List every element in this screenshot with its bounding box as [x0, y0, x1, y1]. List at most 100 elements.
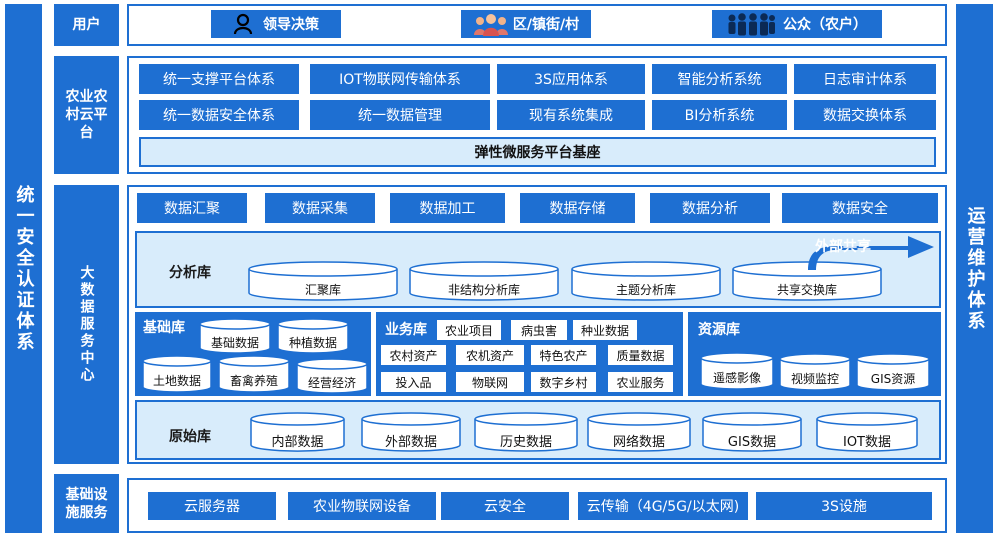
database-icon	[571, 261, 721, 301]
db-label: 视频监控	[790, 372, 839, 386]
basic-db-economy[interactable]: 经营经济	[296, 358, 368, 394]
cloud-item[interactable]: 日志审计体系	[794, 64, 936, 94]
basic-db-land[interactable]: 土地数据	[142, 355, 212, 393]
data-process-step[interactable]: 数据汇聚	[137, 193, 247, 223]
business-tag[interactable]: 农村资产	[381, 345, 446, 365]
data-process-step[interactable]: 数据采集	[265, 193, 375, 223]
users-label: 用户	[54, 4, 119, 46]
basic-db-base[interactable]: 基础数据	[199, 318, 271, 354]
db-label: 经营经济	[307, 376, 356, 390]
database-icon	[277, 318, 349, 354]
user-district-town-village[interactable]: 区/镇街/村	[461, 10, 591, 38]
user-leader-decision[interactable]: 领导决策	[211, 10, 341, 38]
user-label: 区/镇街/村	[512, 17, 580, 33]
business-tag[interactable]: 数字乡村	[531, 372, 596, 392]
database-icon	[856, 353, 930, 391]
external-share-label: 外部共享	[815, 239, 871, 255]
raw-db-history[interactable]: 历史数据	[474, 412, 578, 452]
user-label: 公众（农户）	[783, 17, 867, 33]
database-icon	[218, 355, 290, 393]
cloud-item[interactable]: 统一支撑平台体系	[139, 64, 299, 94]
business-tag[interactable]: 农业项目	[437, 320, 501, 340]
cloud-item[interactable]: 统一数据管理	[310, 100, 490, 130]
microservice-base[interactable]: 弹性微服务平台基座	[139, 137, 936, 167]
operation-maintenance-bar: 运营维护体系	[956, 4, 993, 533]
unified-security-bar: 统一安全认证体系	[5, 4, 42, 533]
person-icon	[233, 13, 253, 35]
basic-library-title: 基础库	[143, 320, 185, 336]
db-label: 内部数据	[271, 435, 324, 450]
database-icon	[248, 261, 398, 301]
analysis-library-title: 分析库	[169, 265, 211, 281]
cloud-item[interactable]: BI分析系统	[652, 100, 787, 130]
cloud-item[interactable]: IOT物联网传输体系	[310, 64, 490, 94]
cloud-item[interactable]: 3S应用体系	[497, 64, 645, 94]
db-label: GIS数据	[727, 435, 777, 450]
raw-db-external[interactable]: 外部数据	[361, 412, 461, 452]
business-tag[interactable]: 种业数据	[573, 320, 637, 340]
group-icon	[473, 12, 509, 36]
business-tag[interactable]: 投入品	[381, 372, 446, 392]
db-label: 土地数据	[152, 374, 201, 388]
resource-db-remote-sensing[interactable]: 遥感影像	[700, 352, 774, 390]
db-label: 外部数据	[384, 435, 437, 450]
raw-db-network[interactable]: 网络数据	[587, 412, 691, 452]
database-icon	[587, 412, 691, 452]
resource-db-gis[interactable]: GIS资源	[856, 353, 930, 391]
infra-item[interactable]: 云服务器	[148, 492, 276, 520]
cloud-item[interactable]: 现有系统集成	[497, 100, 645, 130]
infrastructure-label: 基础设施服务	[54, 474, 119, 533]
db-label: 网络数据	[612, 435, 665, 450]
database-icon	[199, 318, 271, 354]
db-label: 非结构分析库	[447, 283, 520, 297]
basic-db-planting[interactable]: 种植数据	[277, 318, 349, 354]
data-process-step[interactable]: 数据加工	[390, 193, 505, 223]
db-label: 汇聚库	[304, 283, 341, 297]
business-tag[interactable]: 病虫害	[511, 320, 567, 340]
database-icon	[409, 261, 559, 301]
db-label: 主题分析库	[615, 283, 676, 297]
database-icon	[702, 412, 802, 452]
db-label: 种植数据	[288, 336, 337, 350]
cloud-platform-label: 农业农村云平台	[54, 56, 119, 174]
user-public-farmers[interactable]: 公众（农户）	[712, 10, 882, 38]
business-tag[interactable]: 农业服务	[608, 372, 673, 392]
analysis-db-huiju[interactable]: 汇聚库	[248, 261, 398, 301]
resource-db-video[interactable]: 视频监控	[779, 353, 851, 391]
bigdata-center-label: 大数据服务中心	[54, 185, 119, 464]
database-icon	[732, 261, 882, 301]
raw-db-gis[interactable]: GIS数据	[702, 412, 802, 452]
basic-db-livestock[interactable]: 畜禽养殖	[218, 355, 290, 393]
business-tag[interactable]: 质量数据	[608, 345, 673, 365]
infra-item[interactable]: 云传输（4G/5G/以太网)	[578, 492, 748, 520]
database-icon	[700, 352, 774, 390]
cloud-item[interactable]: 数据交换体系	[794, 100, 936, 130]
cloud-item[interactable]: 智能分析系统	[652, 64, 787, 94]
infra-item[interactable]: 3S设施	[756, 492, 932, 520]
db-label: IOT数据	[842, 435, 891, 450]
database-icon	[474, 412, 578, 452]
raw-db-iot[interactable]: IOT数据	[816, 412, 918, 452]
data-process-step[interactable]: 数据存储	[520, 193, 635, 223]
db-label: GIS资源	[870, 372, 916, 386]
infra-item[interactable]: 农业物联网设备	[288, 492, 436, 520]
raw-db-internal[interactable]: 内部数据	[250, 412, 345, 452]
database-icon	[296, 358, 368, 394]
analysis-db-unstructured[interactable]: 非结构分析库	[409, 261, 559, 301]
business-tag[interactable]: 特色农产	[531, 345, 596, 365]
database-icon	[250, 412, 345, 452]
database-icon	[816, 412, 918, 452]
business-tag[interactable]: 农机资产	[456, 345, 524, 365]
analysis-db-sharing[interactable]: 共享交换库	[732, 261, 882, 301]
data-process-step[interactable]: 数据安全	[782, 193, 938, 223]
data-process-step[interactable]: 数据分析	[650, 193, 770, 223]
business-tag[interactable]: 物联网	[456, 372, 524, 392]
raw-library-title: 原始库	[169, 429, 211, 445]
db-label: 历史数据	[499, 435, 552, 450]
external-share-arrow-icon	[808, 236, 934, 270]
infra-item[interactable]: 云安全	[441, 492, 569, 520]
db-label: 遥感影像	[712, 371, 761, 385]
db-label: 共享交换库	[776, 283, 837, 297]
analysis-db-topic[interactable]: 主题分析库	[571, 261, 721, 301]
cloud-item[interactable]: 统一数据安全体系	[139, 100, 299, 130]
